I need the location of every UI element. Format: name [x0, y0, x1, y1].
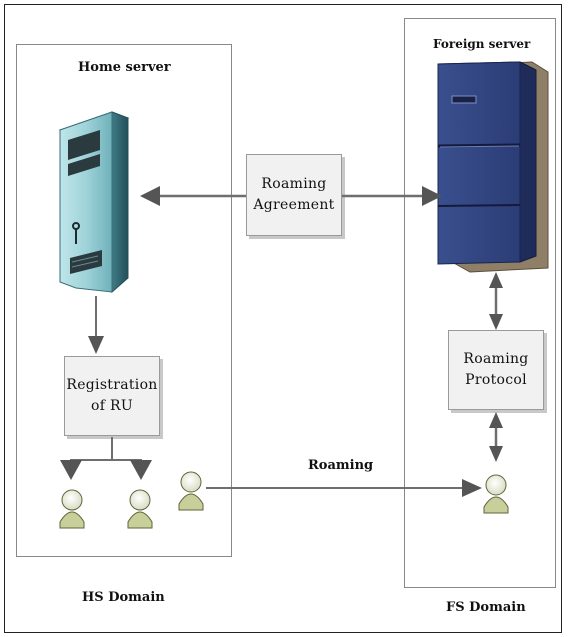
registration-fanout: [60, 437, 152, 480]
server-protocol-connector: [489, 272, 503, 330]
foreign-server-label: Foreign server: [433, 37, 531, 51]
home-server-label: Home server: [78, 60, 171, 75]
roaming-agreement-text: Roaming Agreement: [253, 176, 335, 213]
fs-domain-label: FS Domain: [446, 600, 526, 615]
rack-server-icon: [437, 61, 549, 273]
registration-box: Registration of RU: [64, 356, 160, 436]
diagram-frame: [4, 4, 562, 633]
roaming-arrow: [206, 479, 482, 497]
roaming-protocol-box: Roaming Protocol: [448, 330, 544, 410]
home-to-registration-arrow: [88, 296, 104, 354]
user-icon: [178, 471, 204, 511]
user-icon: [127, 489, 153, 529]
roaming-protocol-text: Roaming Protocol: [463, 351, 529, 388]
roaming-label: Roaming: [308, 458, 374, 473]
user-icon: [483, 474, 509, 514]
registration-text: Registration of RU: [66, 377, 158, 414]
user-icon: [59, 489, 85, 529]
roaming-agreement-box: Roaming Agreement: [246, 154, 342, 236]
agreement-connector: [140, 186, 442, 206]
tower-server-icon: [58, 111, 130, 294]
protocol-user-connector: [489, 412, 503, 462]
hs-domain-label: HS Domain: [82, 590, 165, 605]
